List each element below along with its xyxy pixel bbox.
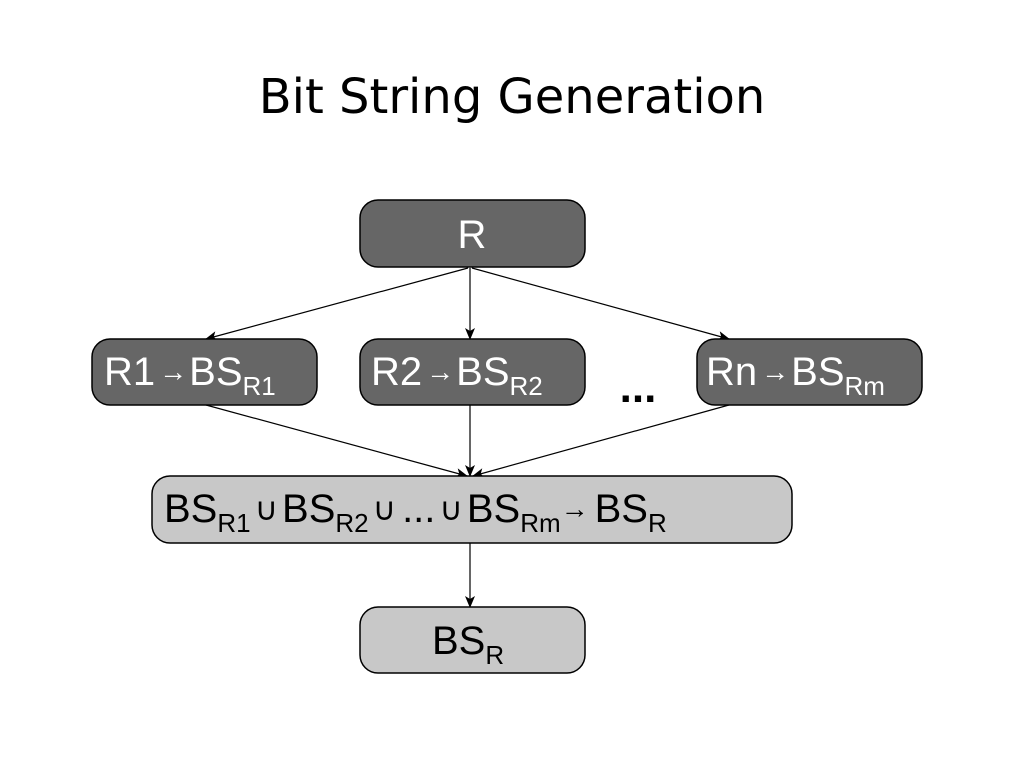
union-sub2: R2 (335, 508, 368, 538)
node-result: BSR (359, 606, 586, 674)
node-union: BSR1∪BSR2∪...∪BSRm→BSR (151, 475, 793, 544)
edge-r1-union (205, 404, 468, 478)
node-r2-arrow: → (426, 356, 454, 387)
node-r2-bs: BS (456, 350, 509, 394)
node-rn: Rn→BSRm (696, 338, 923, 406)
node-result-text: BSR (432, 619, 504, 670)
union-sub1: R1 (217, 508, 250, 538)
node-r1: R1→BSR1 (91, 338, 318, 406)
node-rn-bs: BS (791, 350, 844, 394)
edge-root-r1 (205, 267, 469, 341)
union-cup2: ∪ (373, 491, 396, 527)
node-r1-sub: R1 (243, 371, 276, 401)
slide-title: Bit String Generation (258, 69, 766, 125)
node-root-label: R (458, 213, 487, 257)
union-bs3: BS (467, 487, 520, 531)
node-r2: R2→BSR2 (359, 338, 586, 406)
union-dots: ... (402, 487, 435, 531)
union-arrow: → (561, 493, 589, 524)
node-result-sub: R (485, 640, 504, 670)
node-rn-sub: Rm (845, 371, 885, 401)
node-r1-bs: BS (189, 350, 242, 394)
union-bs4: BS (595, 487, 648, 531)
node-union-text: BSR1∪BSR2∪...∪BSRm→BSR (164, 487, 667, 538)
union-cup3: ∪ (439, 491, 462, 527)
node-result-bs: BS (432, 619, 485, 663)
node-r1-text: R1→BSR1 (104, 350, 276, 401)
edge-root-rn (471, 267, 730, 341)
node-r2-main: R2 (371, 350, 422, 394)
node-rn-text: Rn→BSRm (706, 350, 885, 401)
edges (205, 267, 730, 608)
union-cup1: ∪ (255, 491, 278, 527)
node-rn-arrow: → (761, 356, 789, 387)
union-bs2: BS (282, 487, 335, 531)
node-r1-arrow: → (159, 356, 187, 387)
ellipsis-label: ... (620, 363, 657, 412)
union-sub3: Rm (520, 508, 560, 538)
union-sub4: R (648, 508, 667, 538)
node-r2-text: R2→BSR2 (371, 350, 543, 401)
node-r1-main: R1 (104, 350, 155, 394)
node-r2-sub: R2 (510, 371, 543, 401)
edge-rn-union (472, 404, 730, 478)
node-rn-main: Rn (706, 350, 757, 394)
node-root: R (359, 199, 586, 268)
union-bs1: BS (164, 487, 217, 531)
